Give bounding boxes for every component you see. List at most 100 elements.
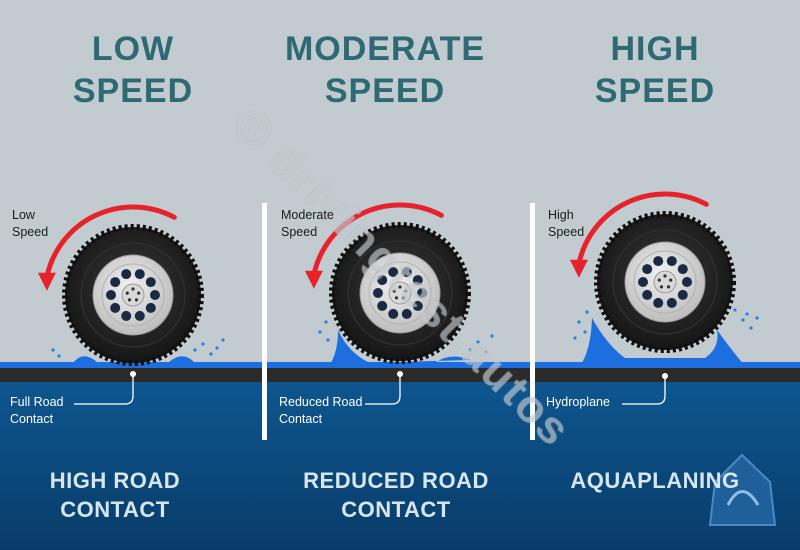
- water-droplet: [324, 320, 328, 324]
- rim-hole: [412, 300, 423, 311]
- water-droplet: [476, 340, 480, 344]
- rim-hole: [666, 297, 677, 308]
- water-droplet: [468, 348, 472, 352]
- water-droplet: [749, 326, 753, 330]
- water-droplet: [326, 338, 330, 342]
- water-droplet: [755, 316, 759, 320]
- rim-hole: [110, 277, 121, 288]
- lug-nut: [404, 289, 408, 293]
- ground-area: [0, 380, 800, 550]
- label-line: Hydroplane: [546, 395, 610, 409]
- water-droplet: [193, 348, 197, 352]
- lug-nut: [663, 274, 667, 278]
- brand-logo: [708, 453, 777, 526]
- water-droplet: [585, 310, 589, 314]
- water-droplet: [583, 330, 587, 334]
- tire-sidewall: [347, 240, 453, 346]
- heading-line: SPEED: [72, 72, 194, 110]
- footer-high-road-contact: HIGH ROAD CONTACT: [0, 466, 248, 524]
- tire-tread: [329, 222, 471, 364]
- rim-hole: [110, 302, 121, 313]
- water-droplet: [201, 342, 205, 346]
- heading-line: SPEED: [324, 72, 446, 110]
- rim-hole: [638, 277, 648, 287]
- footer-line: CONTACT: [60, 497, 170, 522]
- water-droplet: [490, 334, 494, 338]
- lug-nut: [659, 285, 664, 289]
- speed-label-high: High Speed: [548, 207, 584, 241]
- footer-line: CONTACT: [341, 497, 451, 522]
- label-line: Full Road: [10, 395, 64, 409]
- rim-hole: [677, 264, 688, 275]
- rim-hole: [666, 256, 677, 267]
- lug-nut: [666, 285, 671, 289]
- tire-sidewall: [612, 229, 718, 335]
- label-line: Speed: [281, 225, 318, 239]
- rim-hole: [388, 308, 399, 319]
- contact-point: [397, 371, 403, 377]
- water-wedge: [580, 318, 745, 366]
- footer-aquaplaning: AQUAPLANING: [522, 466, 788, 495]
- speed-label-moderate: Moderate Speed: [281, 207, 334, 241]
- arrow-head: [37, 272, 56, 291]
- rotation-arrow: [576, 191, 709, 267]
- label-line: Contact: [10, 412, 54, 426]
- rim-hole: [377, 300, 388, 311]
- divider-line-1: [262, 203, 267, 440]
- lug-nut: [401, 296, 406, 300]
- lug-nut: [125, 291, 129, 295]
- label-line: Reduced Road: [279, 395, 363, 409]
- heading-line: HIGH: [610, 30, 700, 68]
- lug-nut: [398, 285, 402, 289]
- rim-hole: [388, 267, 399, 278]
- rim-hole: [653, 256, 664, 267]
- water-droplet: [745, 312, 749, 316]
- heading-line: MODERATE: [284, 30, 486, 68]
- water-droplet: [57, 354, 61, 358]
- footer-reduced-road-contact: REDUCED ROAD CONTACT: [263, 466, 529, 524]
- speed-label-low: Low Speed: [12, 207, 48, 241]
- tire-group: [569, 191, 759, 405]
- water-droplet: [221, 338, 225, 342]
- water-droplet: [733, 308, 737, 312]
- rim-hole: [121, 269, 132, 280]
- rim-hole: [653, 297, 664, 308]
- tire-group: [304, 202, 494, 405]
- water-droplet: [484, 350, 488, 354]
- footer-line: AQUAPLANING: [570, 468, 740, 493]
- rim-hole: [401, 308, 412, 319]
- water-wedge: [330, 330, 470, 364]
- hub-cap: [653, 270, 677, 294]
- lug-nut: [394, 296, 399, 300]
- rotation-arrow: [311, 202, 444, 278]
- lug-nut: [657, 278, 661, 282]
- water-droplet: [741, 318, 745, 322]
- heading-low-speed: LOW SPEED: [0, 28, 266, 112]
- rim-hole: [412, 275, 423, 286]
- rim-hole: [121, 310, 132, 321]
- water-layer: [0, 362, 800, 370]
- heading-line: LOW: [91, 30, 175, 68]
- label-line: Moderate: [281, 208, 334, 222]
- rim-hole: [642, 289, 653, 300]
- water-droplet: [215, 346, 219, 350]
- tire-layer: [37, 191, 759, 405]
- heading-moderate-speed: MODERATE SPEED: [252, 28, 518, 112]
- water-droplet: [318, 330, 322, 334]
- contact-label-hydroplane: Hydroplane: [546, 394, 610, 411]
- rim-hole: [150, 290, 160, 300]
- lug-nut: [392, 289, 396, 293]
- rim-hole: [145, 302, 156, 313]
- label-line: High: [548, 208, 574, 222]
- rim-hole: [145, 277, 156, 288]
- hub-cap: [121, 283, 145, 307]
- tire-tread: [62, 224, 204, 366]
- wheel-inner-ring: [633, 250, 697, 314]
- rim-hole: [106, 290, 116, 300]
- label-line: Speed: [12, 225, 49, 239]
- water-droplet: [577, 320, 581, 324]
- lug-nut: [137, 291, 141, 295]
- contact-point: [130, 371, 136, 377]
- rim-hole: [417, 288, 427, 298]
